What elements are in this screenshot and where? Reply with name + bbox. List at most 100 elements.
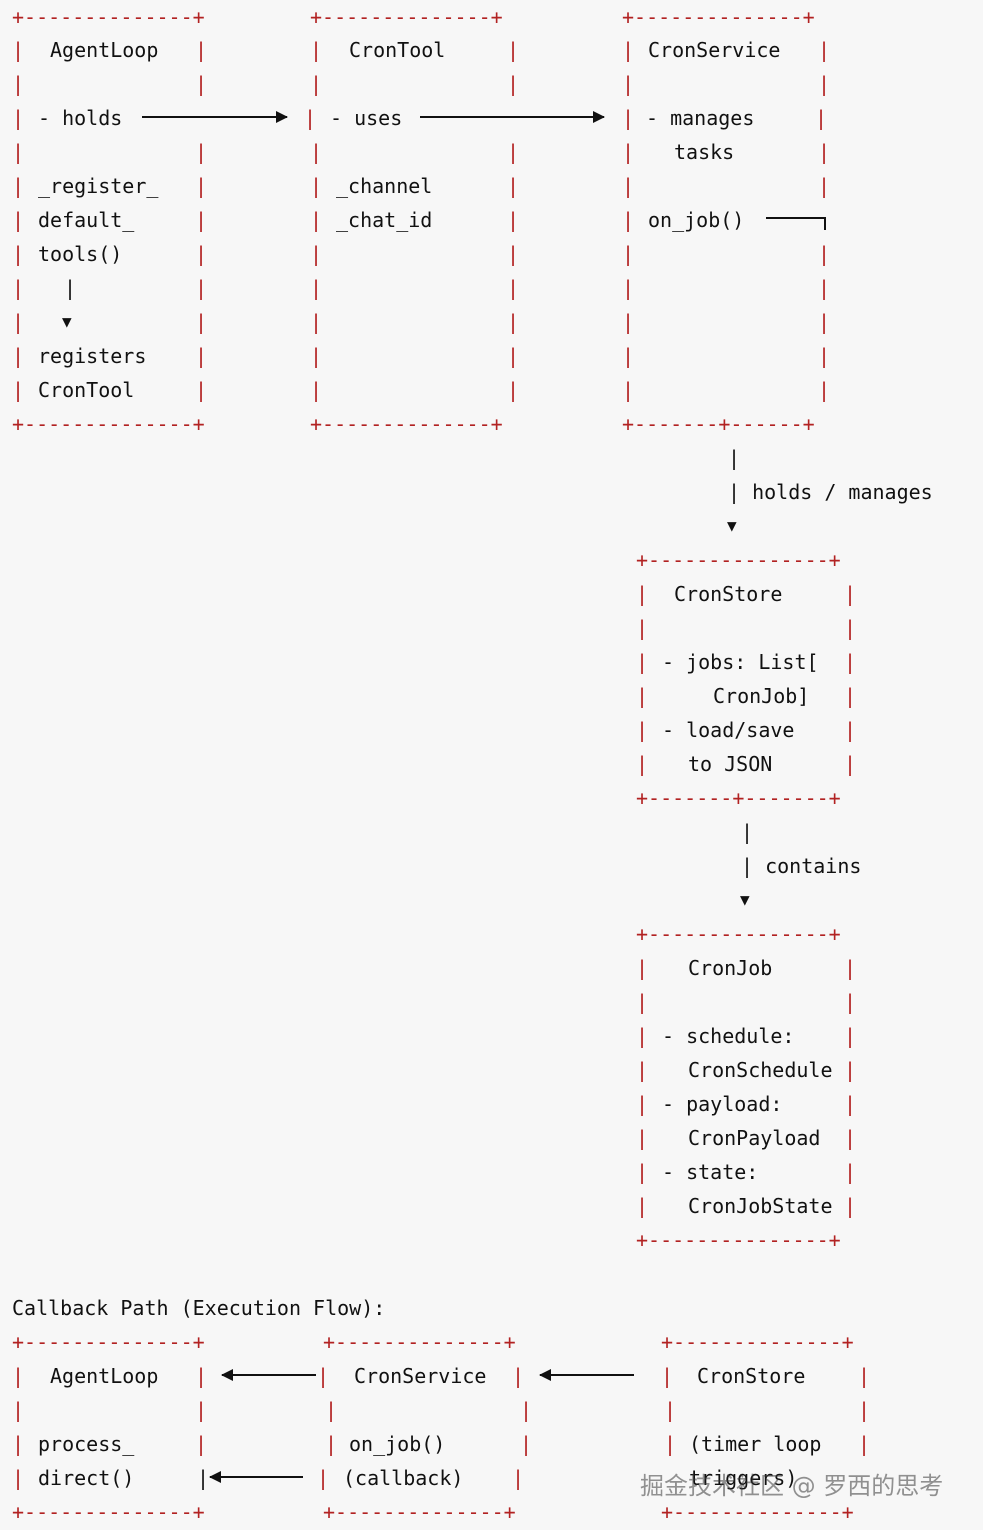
box-edge: | <box>661 1364 674 1388</box>
box-edge: | <box>636 1058 649 1082</box>
cronservice-title: CronService <box>648 38 781 62</box>
cronstore-jobs-line1: - jobs: List[ <box>662 650 819 674</box>
callback-cronservice-border-top: +--------------+ <box>323 1330 516 1354</box>
box-edge: | <box>12 310 25 334</box>
box-edge: | <box>195 276 208 300</box>
box-edge: | <box>622 72 635 96</box>
callback-cronservice-border-bottom: +--------------+ <box>323 1500 516 1524</box>
box-edge: | <box>622 276 635 300</box>
box-edge: | <box>507 310 520 334</box>
box-edge: | <box>636 752 649 776</box>
box-edge: | <box>507 174 520 198</box>
crontool-field-channel: _channel <box>336 174 433 198</box>
agentloop-registers-line2: CronTool <box>38 378 135 402</box>
box-edge: | <box>844 956 857 980</box>
cronstore-jobs-line2: CronJob] <box>713 684 810 708</box>
box-edge: | <box>310 174 323 198</box>
agentloop-method-line1: _register_ <box>38 174 159 198</box>
box-edge: | <box>622 174 635 198</box>
box-edge: | <box>12 1466 25 1490</box>
box-edge: | <box>844 1160 857 1184</box>
box-edge: | <box>12 106 25 130</box>
cronstore-load-line1: - load/save <box>662 718 795 742</box>
callback-heading: Callback Path (Execution Flow): <box>12 1296 386 1320</box>
box-edge: | <box>622 106 635 130</box>
box-edge: | <box>12 344 25 368</box>
box-edge: | <box>12 208 25 232</box>
box-edge: | <box>636 718 649 742</box>
cronservice-border-top: +--------------+ <box>622 5 815 29</box>
agentloop-method-line3: tools() <box>38 242 123 266</box>
agentloop-inner-pipe: | <box>64 276 77 300</box>
box-edge: | <box>195 174 208 198</box>
cronjob-schedule-line2: CronSchedule <box>688 1058 833 1082</box>
box-edge: | <box>818 344 831 368</box>
box-edge: | <box>310 38 323 62</box>
cronservice-on-job: on_job() <box>648 208 745 232</box>
box-edge: | <box>622 140 635 164</box>
callback-agentloop-method-line2: direct() <box>38 1466 135 1490</box>
box-edge: | <box>844 1092 857 1116</box>
box-edge: | <box>195 140 208 164</box>
box-edge: | <box>844 1194 857 1218</box>
box-edge: | <box>664 1432 677 1456</box>
connector-down-arrow-icon: ▼ <box>740 890 750 909</box>
box-edge: | <box>622 310 635 334</box>
box-edge: | <box>12 242 25 266</box>
cronstore-border-bottom: +-------+-------+ <box>636 786 841 810</box>
box-edge: | <box>310 140 323 164</box>
box-edge: | <box>818 174 831 198</box>
box-edge: | <box>195 344 208 368</box>
callback-cronstore-border-top: +--------------+ <box>661 1330 854 1354</box>
cronservice-manages-line1: - manages <box>646 106 755 130</box>
box-edge: | <box>310 310 323 334</box>
connector-pipe: | <box>741 820 754 844</box>
callback-cronstore-title: CronStore <box>697 1364 806 1388</box>
cronjob-schedule-line1: - schedule: <box>662 1024 795 1048</box>
box-edge: | <box>195 1398 208 1422</box>
crontool-uses: - uses <box>330 106 403 130</box>
callback-cronstore-line1: (timer loop <box>689 1432 822 1456</box>
box-edge: | <box>310 242 323 266</box>
box-edge: | <box>844 718 857 742</box>
agentloop-registers-line1: registers <box>38 344 147 368</box>
crontool-title: CronTool <box>349 38 446 62</box>
box-edge: | <box>195 310 208 334</box>
cronservice-border-bottom: +-------+------+ <box>622 412 815 436</box>
callback-cronservice-title: CronService <box>354 1364 487 1388</box>
box-edge: | <box>195 72 208 96</box>
box-edge: | <box>636 1194 649 1218</box>
cronstore-title: CronStore <box>674 582 783 606</box>
box-edge: | <box>818 378 831 402</box>
box-edge: | <box>622 38 635 62</box>
box-edge: | <box>195 1432 208 1456</box>
box-edge: | <box>844 990 857 1014</box>
cronstore-load-line2: to JSON <box>688 752 773 776</box>
cronjob-title: CronJob <box>688 956 773 980</box>
box-edge: | <box>818 140 831 164</box>
box-edge: | <box>622 208 635 232</box>
box-edge: | <box>844 752 857 776</box>
cronjob-border-bottom: +---------------+ <box>636 1228 841 1252</box>
cronservice-manages-line2: tasks <box>674 140 735 164</box>
cronstore-border-top: +---------------+ <box>636 548 841 572</box>
box-edge: | <box>636 990 649 1014</box>
box-edge: | <box>844 1024 857 1048</box>
callback-agentloop-method-line1: process_ <box>38 1432 135 1456</box>
box-edge: | <box>844 650 857 674</box>
box-edge: | <box>844 616 857 640</box>
box-edge: | <box>858 1432 871 1456</box>
box-edge: | <box>325 1398 338 1422</box>
on-job-callback-line <box>766 217 826 230</box>
box-edge: | <box>197 1466 210 1490</box>
box-edge: | <box>844 1058 857 1082</box>
box-edge: | <box>858 1398 871 1422</box>
crontool-border-top: +--------------+ <box>310 5 503 29</box>
box-edge: | <box>622 344 635 368</box>
box-edge: | <box>310 378 323 402</box>
box-edge: | <box>844 1126 857 1150</box>
box-edge: | <box>310 276 323 300</box>
box-edge: | <box>818 242 831 266</box>
cronjob-payload-line2: CronPayload <box>688 1126 821 1150</box>
